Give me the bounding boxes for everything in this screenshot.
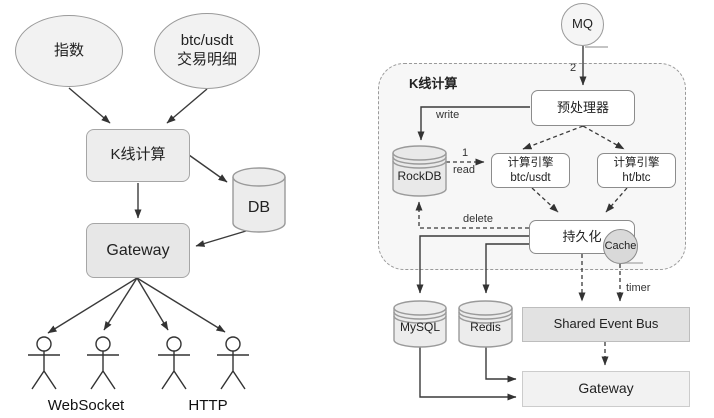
preprocessor-label: 预处理器 xyxy=(556,99,609,115)
user-actor-icon xyxy=(217,336,249,390)
rockdb-cylinder-label: RockDB xyxy=(397,169,442,183)
arrow-gateway-to-client2 xyxy=(103,277,138,331)
edge-label-step1: 1 xyxy=(462,147,469,159)
arrow-gateway-to-client3 xyxy=(136,277,169,331)
gateway-left-node: Gateway xyxy=(86,223,190,278)
arrow-mysql-to-gateway xyxy=(419,347,517,401)
arrow-redis-to-gateway xyxy=(485,347,517,383)
trades-source-label-line1: btc/usdt xyxy=(180,32,234,50)
engine-btc-node: 计算引擎 btc/usdt xyxy=(491,153,570,188)
arrow-kline-to-db xyxy=(188,154,228,183)
engine-ht-label-line2: ht/btc xyxy=(622,171,651,184)
kline-calc-label: K线计算 xyxy=(110,146,166,164)
mysql-cylinder-label: MySQL xyxy=(399,320,440,334)
kline-calc-node: K线计算 xyxy=(86,129,190,182)
arrow-gateway-to-client4 xyxy=(136,277,226,333)
preprocessor-node: 预处理器 xyxy=(531,90,635,126)
http-label: HTTP xyxy=(188,397,228,414)
arrow-trades-to-kline xyxy=(166,88,208,124)
gateway-left-label: Gateway xyxy=(106,241,170,259)
engine-btc-label-line2: btc/usdt xyxy=(510,171,551,184)
user-actor-icon xyxy=(87,336,119,390)
websocket-label: WebSocket xyxy=(47,397,125,414)
gateway-right-label: Gateway xyxy=(578,380,634,397)
engine-ht-node: 计算引擎 ht/btc xyxy=(597,153,676,188)
user-actor-icon xyxy=(158,336,190,390)
edge-label-read: read xyxy=(453,164,476,176)
db-cylinder-label: DB xyxy=(247,199,271,216)
client-actors xyxy=(28,336,249,390)
edge-label-timer: timer xyxy=(626,282,651,294)
cache-node: Cache xyxy=(603,229,638,264)
edge-label-write: write xyxy=(436,109,460,121)
redis-cylinder-label: Redis xyxy=(470,320,501,334)
mq-label: MQ xyxy=(572,16,593,32)
trades-source-label-line2: 交易明细 xyxy=(176,51,237,68)
mq-node: MQ xyxy=(561,3,604,46)
index-source-node: 指数 xyxy=(15,15,123,87)
trades-source-node: btc/usdt 交易明细 xyxy=(154,13,260,89)
cache-label: Cache xyxy=(604,239,637,252)
left-arrows xyxy=(47,87,247,334)
index-source-label: 指数 xyxy=(53,41,84,59)
arrow-index-to-kline xyxy=(68,87,111,124)
user-actor-icon xyxy=(28,336,60,390)
kline-group-title: K线计算 xyxy=(409,76,458,91)
shared-event-bus-node: Shared Event Bus xyxy=(522,307,690,342)
arrow-db-to-gateway xyxy=(195,230,247,247)
arrow-gateway-to-client1 xyxy=(47,277,138,334)
edge-label-step2: 2 xyxy=(570,62,577,74)
edge-label-delete: delete xyxy=(463,213,493,225)
gateway-right-node: Gateway xyxy=(522,371,690,407)
shared-event-bus-label: Shared Event Bus xyxy=(553,316,659,332)
engine-ht-label-line1: 计算引擎 xyxy=(613,157,660,170)
engine-btc-label-line1: 计算引擎 xyxy=(507,157,554,170)
persistence-label: 持久化 xyxy=(562,228,602,244)
